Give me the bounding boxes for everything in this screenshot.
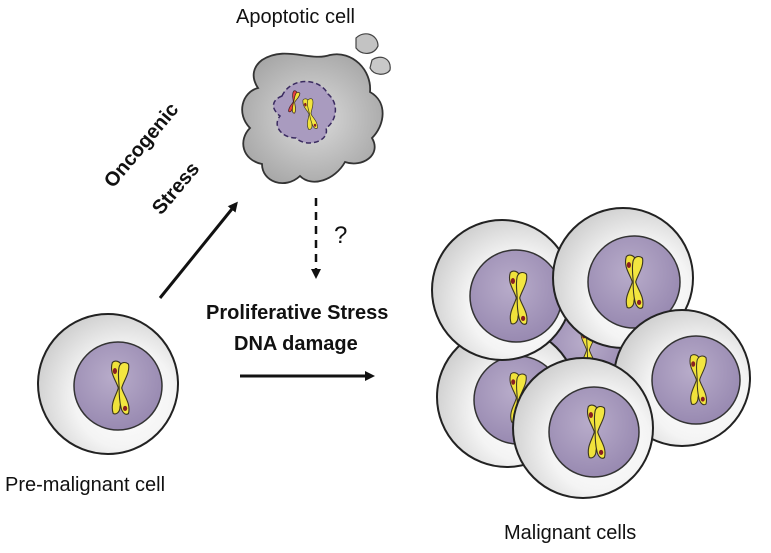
apoptotic-body-1: [355, 33, 379, 54]
apoptotic-cell-label: Apoptotic cell: [236, 6, 355, 28]
apoptotic-chromosome-2: [288, 90, 301, 114]
malignant-cell-top-right: [552, 207, 694, 349]
apoptotic-nucleus: [272, 80, 337, 144]
malignant-cell-front: [512, 357, 654, 499]
proliferative-stress-label: Proliferative Stress: [206, 302, 389, 324]
malignant-cells-label: Malignant cells: [504, 522, 637, 544]
premalignant-cell-label: Pre-malignant cell: [5, 474, 166, 496]
apoptotic-body-2: [369, 56, 391, 75]
premalignant-cell: [37, 313, 179, 455]
malignant-cluster: [431, 207, 751, 499]
malignant-cell-top-left: [431, 219, 573, 361]
oncogenic-arrow: [158, 201, 238, 299]
apoptotic-cell: [241, 33, 391, 184]
dna-damage-label: DNA damage: [234, 333, 358, 355]
question-mark-label: ?: [334, 222, 348, 249]
